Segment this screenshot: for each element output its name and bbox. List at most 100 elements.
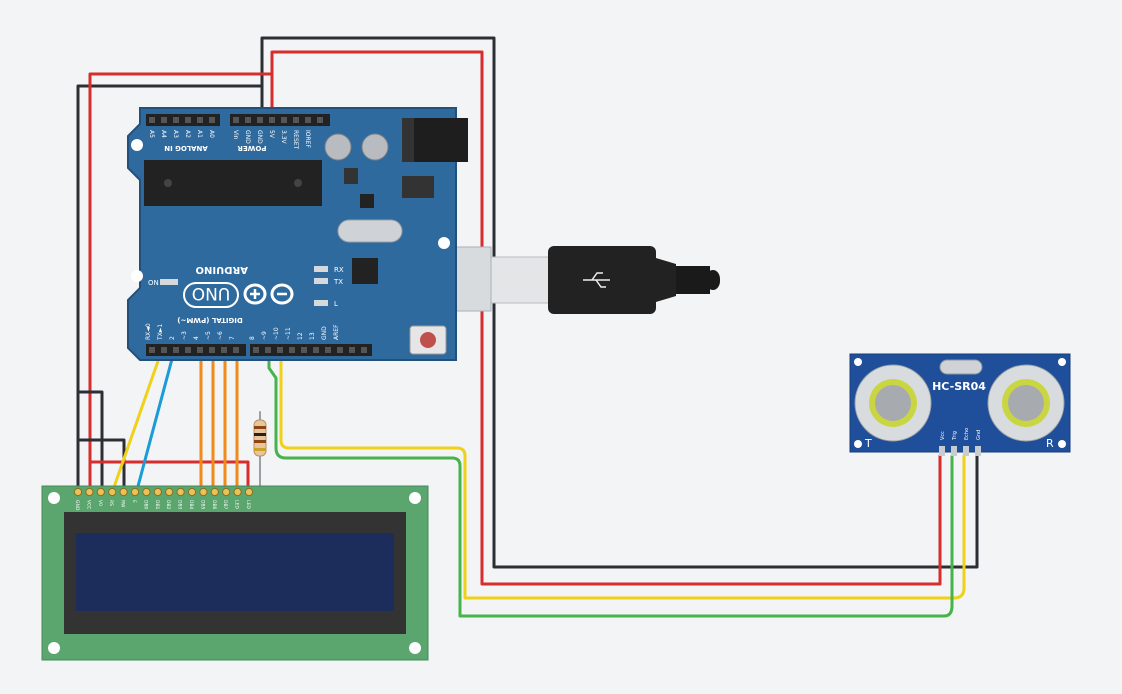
reset-button-cap[interactable] [420,332,436,348]
digital-pin-hole[interactable] [313,347,319,353]
wire-5v-to-lcd[interactable] [88,72,274,492]
power-pin-hole[interactable] [233,117,239,123]
pin-label: RESET [292,130,299,150]
lcd-pin-label: V0 [97,500,103,506]
power-pin-hole[interactable] [305,117,311,123]
pin-label: 2 [169,336,176,340]
lcd-pin-label: DB5 [199,500,205,510]
power-pin-hole[interactable] [245,117,251,123]
wire-echo[interactable] [267,342,954,618]
analog-pin-hole[interactable] [149,117,155,123]
digital-pin-hole[interactable] [289,347,295,353]
pin-label: 8 [249,336,256,340]
lcd-pin[interactable] [176,487,185,497]
chip-dot-left [164,179,172,187]
sensor-pin-label: Vcc [940,431,946,440]
pin-label: AREF [333,324,340,340]
sensor-hole-1 [854,358,862,366]
sensor-pin[interactable] [939,446,945,456]
pin-label: GND [256,130,263,144]
pin-holes [149,117,367,353]
digital-pin-hole[interactable] [161,347,167,353]
analog-pin-hole[interactable] [161,117,167,123]
sensor-r-label: R [1046,437,1054,450]
digital-pin-hole[interactable] [149,347,155,353]
lcd-pin[interactable] [199,487,208,497]
digital-pin-hole[interactable] [349,347,355,353]
digital-pin-hole[interactable] [197,347,203,353]
digital-pin-hole[interactable] [337,347,343,353]
lcd-pin[interactable] [142,487,151,497]
wire-e[interactable] [135,342,178,492]
sensor-pin[interactable] [975,446,981,456]
digital-pin-hole[interactable] [253,347,259,353]
lcd-pin[interactable] [210,487,219,497]
digital-pin-hole[interactable] [265,347,271,353]
analog-pin-hole[interactable] [185,117,191,123]
digital-pin-hole[interactable] [301,347,307,353]
analog-pin-hole[interactable] [197,117,203,123]
power-label: POWER [237,144,267,152]
sensor-pin[interactable] [963,446,969,456]
lcd-pin[interactable] [85,487,94,497]
power-pin-hole[interactable] [269,117,275,123]
power-pin-hole[interactable] [293,117,299,123]
lcd-pin[interactable] [187,487,197,497]
power-pin-hole[interactable] [257,117,263,123]
pin-label: A4 [160,130,167,138]
lcd-pin[interactable] [108,487,117,497]
digital-pin-hole[interactable] [233,347,239,353]
small-chip [360,194,374,208]
wire-trig[interactable] [279,342,966,600]
mount-hole-1 [131,139,143,151]
wire-5v-to-sensor[interactable] [270,50,942,586]
digital-pin-hole[interactable] [185,347,191,353]
lcd-pin[interactable] [165,487,174,497]
lcd-pin[interactable] [153,487,162,497]
model-label: UNO [192,283,231,303]
lcd-hole-2 [409,492,421,504]
pin-label: ~3 [181,331,188,340]
wire-gnd-v0[interactable] [76,390,104,492]
digital-pin-hole[interactable] [277,347,283,353]
digital-pin-hole[interactable] [361,347,367,353]
lcd-pin[interactable] [119,487,128,497]
lcd-pin[interactable] [222,487,231,497]
wire-rs[interactable] [111,342,166,492]
lcd-pin[interactable] [244,487,254,497]
usb-plug-metal [487,256,559,304]
power-pin-hole[interactable] [281,117,287,123]
usb-chip [352,258,378,284]
lcd-pin[interactable] [73,487,83,497]
lcd-pin[interactable] [233,487,242,497]
model-badge [183,282,239,308]
analog-pin-hole[interactable] [173,117,179,123]
digital-pin-hole[interactable] [209,347,215,353]
lcd-pin-label: RS [108,500,114,506]
power-pin-hole[interactable] [317,117,323,123]
lcd-pin[interactable] [96,487,105,497]
pin-label: A2 [184,130,191,138]
led-tx [314,278,328,284]
digital-pin-hole[interactable] [221,347,227,353]
sensor-pin[interactable] [951,446,957,456]
pin-label: TX►1 [157,324,164,341]
arduino-uno-board[interactable]: RX TX L ON ARDUINO UNO ANALOG IN POWER D… [127,107,468,361]
digital-pin-hole[interactable] [325,347,331,353]
analog-pin-hole[interactable] [209,117,215,123]
resistor[interactable] [253,419,267,457]
pin-label: 7 [229,336,236,340]
lcd-pin-label: E [131,500,137,503]
voltage-regulator [402,176,434,198]
lcd-pin[interactable] [130,487,140,497]
wire-gnd-to-lcd[interactable] [76,84,264,492]
led-l [314,300,328,306]
wire-vcc-led[interactable] [88,460,250,492]
wire-gnd-rw[interactable] [76,438,126,492]
label-rx: RX [334,266,344,274]
pin-label: A5 [148,130,155,138]
digital-pin-hole[interactable] [173,347,179,353]
